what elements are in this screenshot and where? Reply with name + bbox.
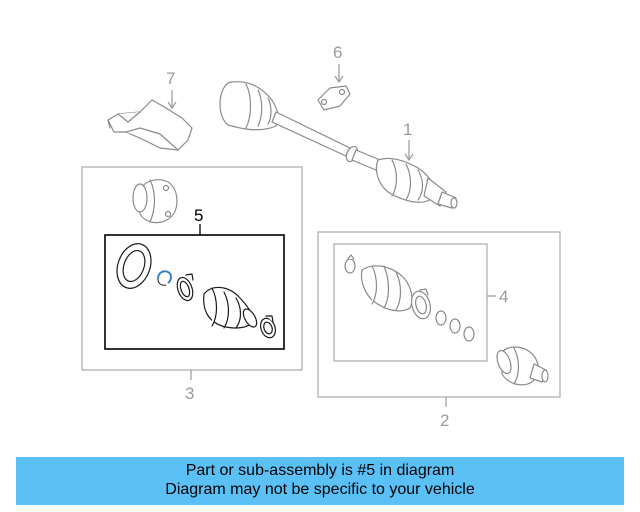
part-7-heat-shield[interactable] — [107, 99, 193, 151]
part-3-inner-cv-joint[interactable] — [132, 179, 178, 224]
callout-6[interactable]: 6 — [333, 43, 342, 62]
group-box-4 — [333, 243, 488, 362]
callout-5[interactable]: 5 — [194, 206, 203, 225]
callout-3[interactable]: 3 — [185, 384, 194, 403]
callout-7[interactable]: 7 — [166, 69, 175, 88]
group-box-3 — [81, 166, 303, 371]
callout-4[interactable]: 4 — [499, 287, 508, 306]
banner-line-1: Part or sub-assembly is #5 in diagram — [185, 462, 455, 479]
callout-6-arrow — [334, 75, 344, 84]
part-6-bracket[interactable] — [317, 85, 351, 111]
group-box-2 — [317, 231, 561, 398]
callout-1[interactable]: 1 — [403, 120, 412, 139]
part-4-outer-boot-kit[interactable] — [344, 254, 475, 342]
callout-7-arrow — [167, 101, 177, 110]
part-2-outer-cv-joint[interactable] — [494, 346, 549, 386]
part-5-boot-kit[interactable] — [111, 239, 278, 340]
info-banner: Part or sub-assembly is #5 in diagram Di… — [16, 457, 624, 505]
parts-diagram: 7 6 1 3 — [81, 43, 561, 430]
part-1-axle-assembly[interactable] — [219, 81, 458, 209]
callout-2[interactable]: 2 — [440, 411, 449, 430]
callout-1-arrow — [404, 153, 414, 162]
banner-line-2: Diagram may not be specific to your vehi… — [165, 481, 475, 498]
